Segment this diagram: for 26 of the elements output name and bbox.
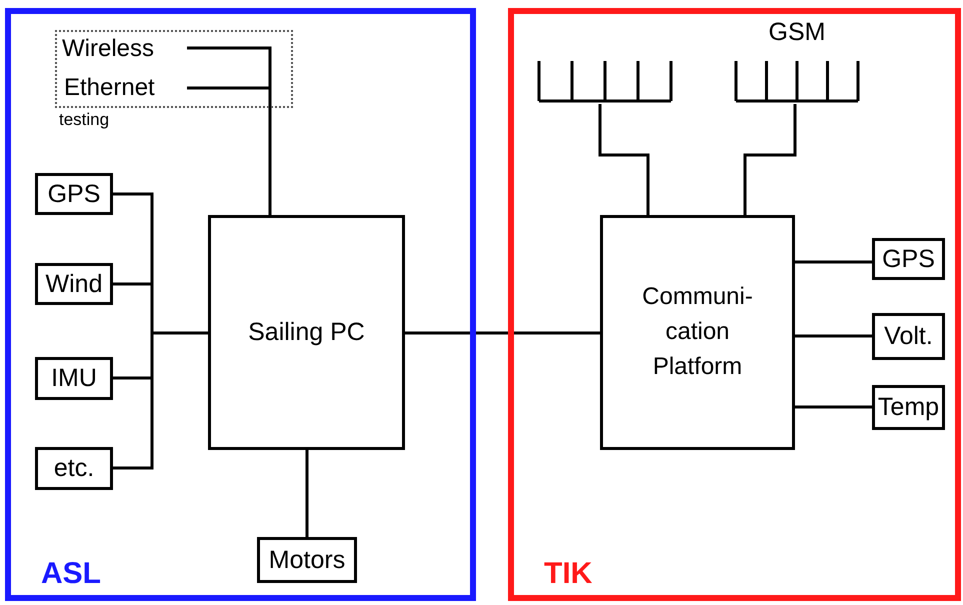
region-label: ASL	[41, 557, 101, 591]
antenna-label: GSM	[768, 18, 826, 47]
unit-box: Communi- cation Platform	[600, 215, 795, 450]
module-box: GPS	[35, 173, 113, 215]
connector-line	[795, 260, 872, 264]
connector-line	[795, 334, 872, 338]
module-box: Wind	[35, 263, 113, 305]
connector-line	[405, 332, 600, 334]
region-frame	[5, 8, 476, 601]
port-label: Wireless	[62, 35, 154, 63]
module-box: Motors	[257, 537, 357, 583]
connector-line	[306, 450, 308, 537]
connector-line	[113, 332, 208, 470]
region-label: TIK	[544, 557, 592, 591]
module-box: GPS	[872, 238, 945, 280]
module-box: Temp	[872, 385, 945, 430]
group-label: testing	[59, 110, 110, 130]
connector-line	[744, 104, 796, 215]
module-box: etc.	[35, 447, 113, 490]
connector-line	[795, 406, 872, 408]
port-label: Ethernet	[64, 74, 155, 102]
module-box: IMU	[35, 357, 113, 400]
module-box: Volt.	[872, 313, 945, 360]
unit-box: Sailing PC	[208, 215, 405, 450]
connector-line	[598, 104, 650, 215]
region-frame	[508, 8, 961, 601]
